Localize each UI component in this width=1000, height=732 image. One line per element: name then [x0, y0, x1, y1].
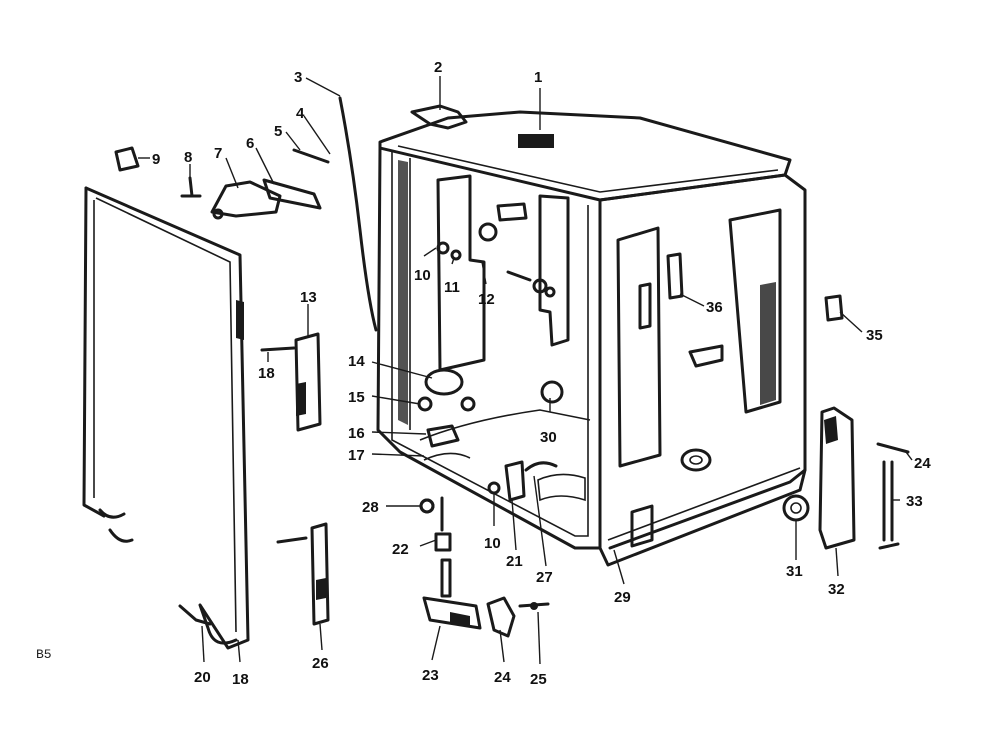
- callout-27: 27: [536, 569, 553, 586]
- callout-20: 20: [194, 669, 211, 686]
- clip-35: [824, 294, 844, 322]
- top-vent-slot: [518, 134, 554, 148]
- screw-18a: [260, 346, 296, 352]
- callout-9: 9: [152, 151, 160, 168]
- callout-4: 4: [296, 105, 305, 122]
- callout-13: 13: [300, 289, 317, 306]
- foot-31: [782, 494, 810, 522]
- screw-25: [518, 602, 550, 610]
- callout-8: 8: [184, 149, 192, 166]
- callout-36: 36: [706, 299, 723, 316]
- callout-6: 6: [246, 135, 254, 152]
- callout-15: 15: [348, 389, 365, 406]
- spring-24b: [876, 442, 910, 454]
- bracket-6: [262, 178, 322, 210]
- callout-2: 2: [434, 59, 442, 76]
- callout-22: 22: [392, 541, 409, 558]
- leader-lines: [138, 76, 913, 665]
- callout-labels: 1 2 3 4 5 6 7 8 9 10 11 12 13 14 15 16 1…: [152, 59, 931, 688]
- door-frame: [82, 186, 250, 650]
- callout-28: 28: [362, 499, 379, 516]
- latch-13: [294, 332, 322, 432]
- panel-32: [818, 406, 856, 550]
- spring-26: [276, 522, 330, 626]
- callout-25: 25: [530, 671, 547, 688]
- tub-assembly: [376, 110, 807, 567]
- callout-21: 21: [506, 553, 523, 570]
- callout-7: 7: [214, 145, 222, 162]
- callout-16: 16: [348, 425, 365, 442]
- clip-20: [178, 604, 212, 626]
- bracket-24: [486, 596, 516, 638]
- rod-33: [878, 460, 900, 550]
- callout-3: 3: [294, 69, 302, 86]
- bracket-36: [638, 252, 724, 368]
- callout-23: 23: [422, 667, 439, 684]
- callout-5: 5: [274, 123, 282, 140]
- callout-31: 31: [786, 563, 803, 580]
- callout-1: 1: [534, 69, 542, 86]
- callout-14: 14: [348, 353, 365, 370]
- clip-9: [114, 146, 140, 172]
- callout-11: 11: [444, 279, 460, 296]
- hinge-7: [210, 180, 282, 220]
- hinge-arm: [338, 96, 378, 332]
- callout-10-lower: 10: [484, 535, 501, 552]
- callout-18-upper: 18: [258, 365, 275, 382]
- callout-33: 33: [906, 493, 923, 510]
- callout-18-lower: 18: [232, 671, 249, 688]
- clip-28: [419, 498, 435, 514]
- callout-32: 32: [828, 581, 845, 598]
- screw-5: [292, 148, 330, 164]
- callout-30: 30: [540, 429, 557, 446]
- callout-35: 35: [866, 327, 883, 344]
- callout-24-lower: 24: [494, 669, 511, 686]
- screw-8: [180, 176, 202, 198]
- callout-29: 29: [614, 589, 631, 606]
- side-port: [680, 448, 712, 472]
- callout-12: 12: [478, 291, 495, 308]
- callout-24-right: 24: [914, 455, 931, 472]
- callout-10-upper: 10: [414, 267, 431, 284]
- pump-23: [422, 558, 482, 630]
- callout-26: 26: [312, 655, 329, 672]
- diagram-code: B5: [36, 647, 52, 662]
- callout-17: 17: [348, 447, 365, 464]
